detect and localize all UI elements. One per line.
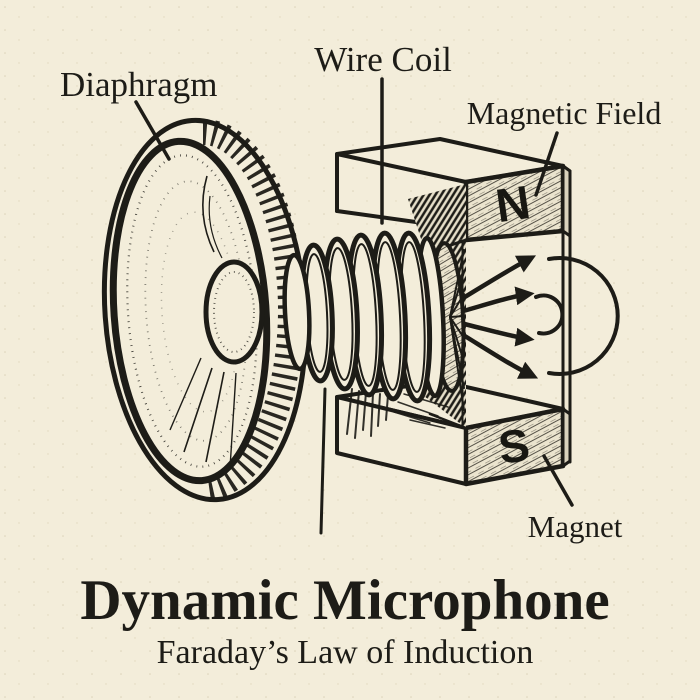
magnet-s-pole-right-edge [561,407,572,468]
cone-streak-2 [205,371,225,463]
dust-cap [203,259,265,365]
cone-rib-band [202,119,304,501]
cone-streak-3 [229,372,237,469]
diaphragm-leader-line [134,100,171,161]
coil-ring [282,252,312,372]
leader-lines [134,77,574,507]
flux-fan-lines [449,249,465,411]
magnet-leader-line [542,454,574,507]
diaphragm-label: Diaphragm [60,65,217,104]
coil-lead-line [319,387,327,535]
gap-shading-upper [408,184,466,248]
voice-coil-drawing [282,230,466,404]
field-arc-outer [547,256,620,376]
diaphragm-drawing [101,117,309,503]
wire-coil-label: Wire Coil [314,40,452,79]
n-pole-letter: N [492,175,533,232]
diagram-title: Dynamic Microphone [80,569,609,632]
magnetic-field-label: Magnetic Field [467,95,662,131]
magnet-n-pole-right-edge [561,164,572,238]
magnet-label: Magnet [528,509,623,544]
cone-streak-4 [169,357,202,431]
magnetic-field-leader-line [534,131,559,197]
s-pole-top-edge [428,412,468,430]
cone-fold-line-1 [202,175,215,253]
s-pole-letter: S [495,418,533,474]
diagram-subtitle: Faraday’s Law of Induction [157,634,534,671]
cone-streak-1 [183,367,213,453]
cone-fold-line-2 [208,195,223,259]
field-arc-inner [534,293,565,336]
